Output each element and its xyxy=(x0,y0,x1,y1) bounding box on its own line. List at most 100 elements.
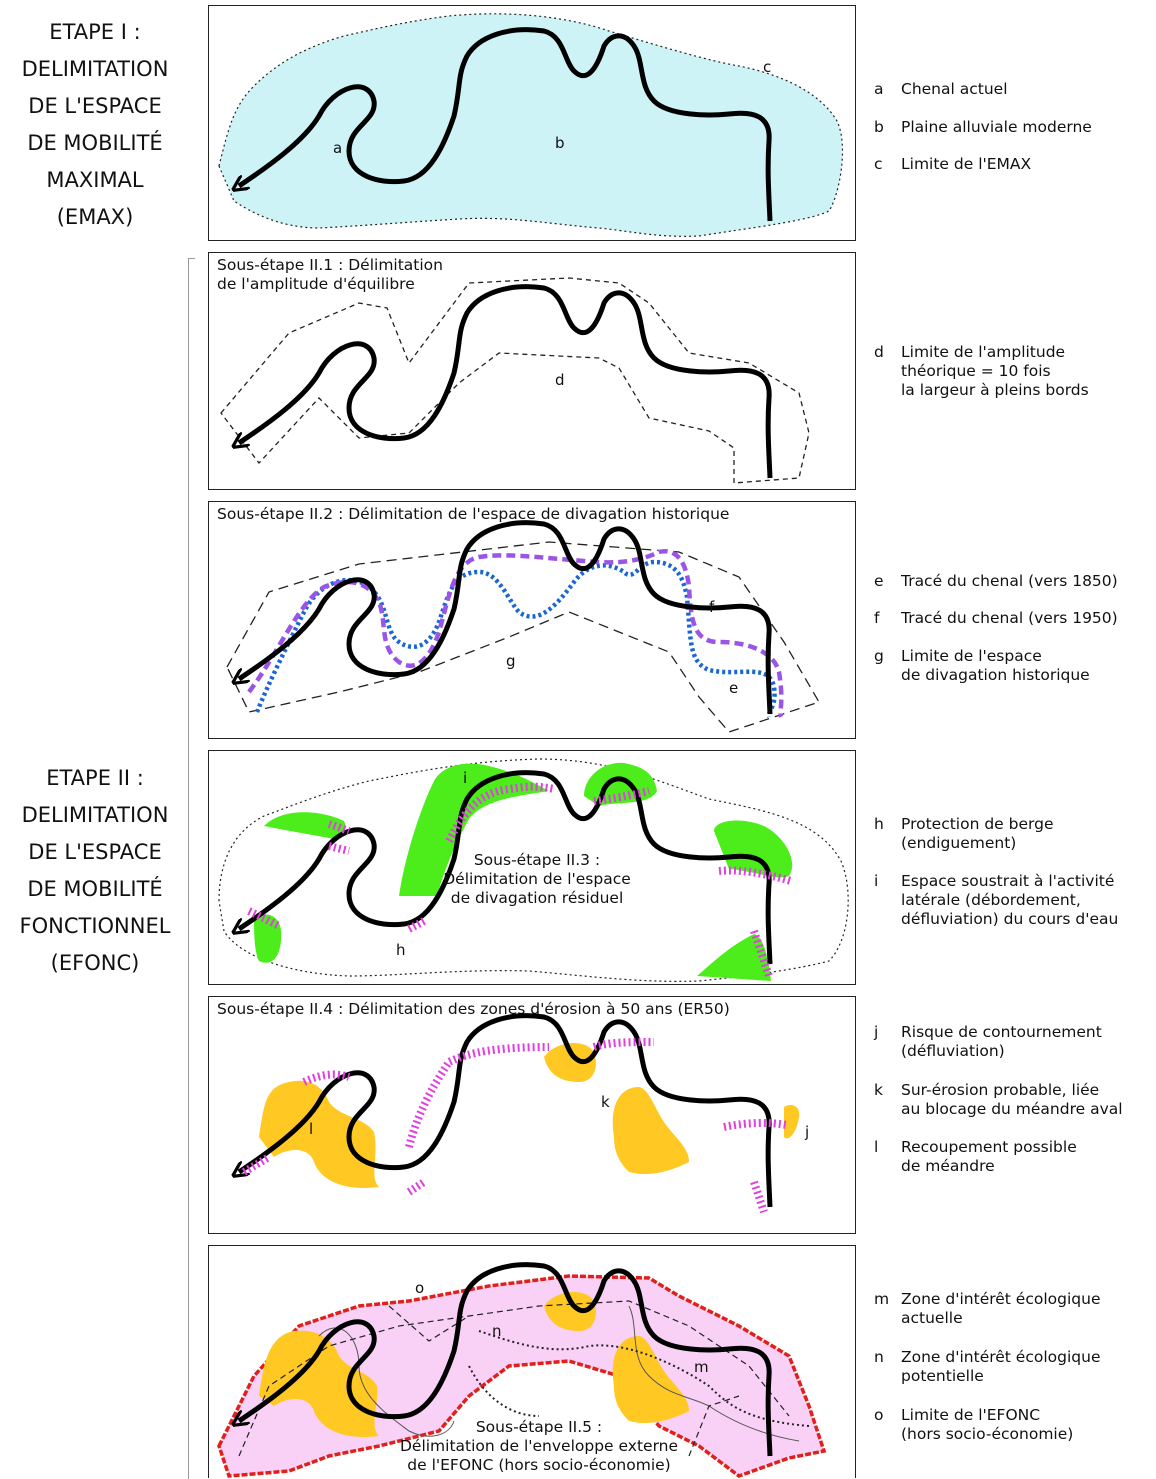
stage-1-title-line: DELIMITATION xyxy=(21,57,169,81)
legend-item-n: n Zone d'intérêt écologique potentielle xyxy=(874,1348,1100,1386)
label-f: f xyxy=(709,598,715,616)
legend-text: Tracé du chenal (vers 1850) xyxy=(901,572,1118,590)
legend-key: j xyxy=(874,1023,879,1041)
amplitude-limit xyxy=(220,277,810,484)
panel-title-line: Sous-étape II.3 : xyxy=(473,851,601,869)
withdrawn-zone xyxy=(254,914,282,963)
legend-key: k xyxy=(874,1081,883,1099)
label-k: k xyxy=(601,1093,610,1111)
stage-1-title-line: DE MOBILITÉ xyxy=(27,131,163,155)
legend-key: i xyxy=(874,872,879,890)
legend-text: (défluviation) xyxy=(901,1042,1005,1060)
legend-key: n xyxy=(874,1348,884,1366)
potential-eco-zone xyxy=(468,1330,810,1427)
legend-item-k: k Sur-érosion probable, liée au blocage … xyxy=(874,1081,1123,1119)
legend-text: latérale (débordement, xyxy=(901,891,1081,909)
erosion-hatching xyxy=(241,1038,788,1214)
legend-item-a: a Chenal actuel xyxy=(874,80,1008,99)
panel-2-5-title: Sous-étape II.5 : Délimitation de l'enve… xyxy=(374,1418,704,1475)
stage-2-title-line: ETAPE II : xyxy=(46,766,144,790)
legend-item-c: c Limite de l'EMAX xyxy=(874,155,1031,174)
yellow-zone xyxy=(259,1330,379,1437)
legend-text: Chenal actuel xyxy=(901,80,1008,98)
legend-text: Zone d'intérêt écologique xyxy=(901,1290,1101,1308)
yellow-zone xyxy=(544,1291,596,1331)
legend-key: c xyxy=(874,155,883,173)
legend-text: Limite de l'espace xyxy=(901,647,1042,665)
emax-limit xyxy=(218,758,849,982)
stage-2-title: ETAPE II : DELIMITATION DE L'ESPACE DE M… xyxy=(0,760,190,982)
panel-2-5-drawing xyxy=(217,1246,827,1478)
legend-text: Recoupement possible xyxy=(901,1138,1077,1156)
current-eco-zone xyxy=(318,1305,800,1442)
label-j: j xyxy=(805,1123,810,1141)
stage-2-title-line: DE MOBILITÉ xyxy=(27,877,163,901)
panel-title-line: Sous-étape II.5 : xyxy=(475,1418,603,1436)
label-g: g xyxy=(506,652,516,670)
legend-item-g: g Limite de l'espace de divagation histo… xyxy=(874,647,1090,685)
stage-2-title-line: FONCTIONNEL xyxy=(19,914,171,938)
historical-divagation-limit xyxy=(226,541,820,733)
legend-text: (hors socio-économie) xyxy=(901,1425,1074,1443)
legend-item-f: f Tracé du chenal (vers 1950) xyxy=(874,609,1118,628)
stage-1-title-line: (EMAX) xyxy=(56,205,134,229)
legend-text: Tracé du chenal (vers 1950) xyxy=(901,609,1118,627)
yellow-zone xyxy=(612,1336,689,1423)
legend-key: g xyxy=(874,647,884,665)
stage-2-title-line: (EFONC) xyxy=(50,951,140,975)
label-e: e xyxy=(729,679,739,697)
legend-key: o xyxy=(874,1406,884,1424)
legend-item-e: e Tracé du chenal (vers 1850) xyxy=(874,572,1118,591)
withdrawn-zone xyxy=(264,812,346,839)
over-erosion-zone xyxy=(544,1042,596,1082)
legend-item-j: j Risque de contournement (défluviation) xyxy=(874,1023,1102,1061)
legend-item-b: b Plaine alluviale moderne xyxy=(874,118,1092,137)
panel-title-line: Sous-étape II.1 : Délimitation xyxy=(217,256,443,274)
legend-text: Protection de berge xyxy=(901,815,1054,833)
stage-2-title-line: DELIMITATION xyxy=(21,803,169,827)
stage-1-title-line: MAXIMAL xyxy=(46,168,144,192)
legend-text: Zone d'intérêt écologique xyxy=(901,1348,1101,1366)
over-erosion-zone xyxy=(612,1087,689,1174)
panel-sous-etape-2-4: Sous-étape II.4 : Délimitation des zones… xyxy=(208,996,856,1234)
label-i: i xyxy=(463,769,468,787)
legend-key: h xyxy=(874,815,884,833)
panel-2-2-drawing xyxy=(226,502,820,733)
panel-emax: a b c xyxy=(208,5,856,241)
legend-text: Espace soustrait à l'activité xyxy=(901,872,1115,890)
stage-1-title-line: ETAPE I : xyxy=(49,20,141,44)
stage-1-title-line: DE L'ESPACE xyxy=(28,94,162,118)
panel-sous-etape-2-3: Sous-étape II.3 : Délimitation de l'espa… xyxy=(208,750,856,985)
label-n: n xyxy=(492,1322,502,1340)
panel-2-1-title: Sous-étape II.1 : Délimitation de l'ampl… xyxy=(217,256,443,294)
bypass-risk-zone xyxy=(784,1105,800,1139)
withdrawn-zone xyxy=(697,934,771,981)
legend-text: la largeur à pleins bords xyxy=(901,381,1089,399)
panel-2-1-drawing xyxy=(220,277,810,484)
withdrawn-zone xyxy=(714,820,793,878)
panel-sous-etape-2-5: Sous-étape II.5 : Délimitation de l'enve… xyxy=(208,1245,856,1478)
legend-key: a xyxy=(874,80,884,98)
legend-text: au blocage du méandre aval xyxy=(901,1100,1123,1118)
label-b: b xyxy=(555,134,565,152)
legend-item-l: l Recoupement possible de méandre xyxy=(874,1138,1077,1176)
legend-text: (endiguement) xyxy=(901,834,1017,852)
withdrawn-zone xyxy=(399,763,549,896)
legend-text: actuelle xyxy=(901,1309,963,1327)
legend-key: b xyxy=(874,118,884,136)
legend-item-o: o Limite de l'EFONC (hors socio-économie… xyxy=(874,1406,1073,1444)
panel-emax-drawing xyxy=(218,13,844,237)
legend-text: Limite de l'EFONC xyxy=(901,1406,1041,1424)
legend-item-i: i Espace soustrait à l'activité latérale… xyxy=(874,872,1118,929)
panel-sous-etape-2-1: Sous-étape II.1 : Délimitation de l'ampl… xyxy=(208,252,856,490)
legend-text: défluviation) du cours d'eau xyxy=(901,910,1119,928)
legend-text: de divagation historique xyxy=(901,666,1090,684)
label-m: m xyxy=(694,1358,709,1376)
legend-text: Limite de l'EMAX xyxy=(901,155,1032,173)
label-a: a xyxy=(333,139,343,157)
legend-text: Plaine alluviale moderne xyxy=(901,118,1092,136)
stage-2-bracket xyxy=(188,258,195,1479)
panel-title-line: de l'amplitude d'équilibre xyxy=(217,275,415,293)
legend-text: Risque de contournement xyxy=(901,1023,1102,1041)
legend-item-d: d Limite de l'amplitude théorique = 10 f… xyxy=(874,343,1089,400)
